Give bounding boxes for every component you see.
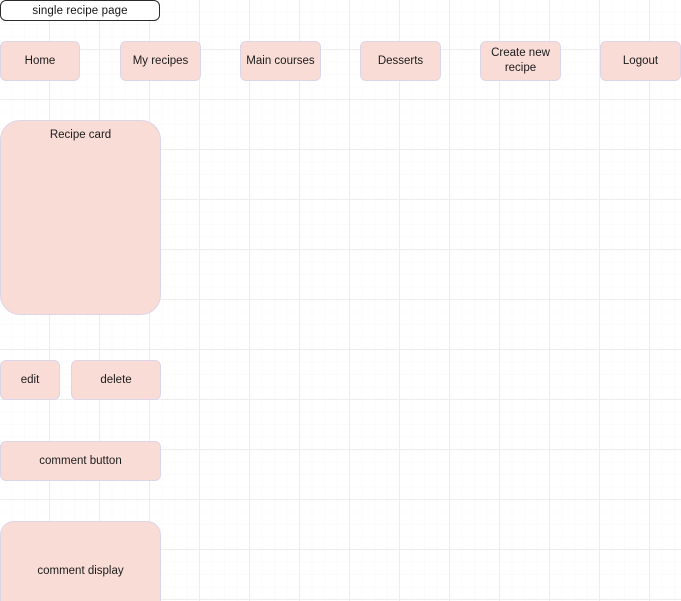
nav-button-desserts[interactable]: Desserts [360, 41, 441, 81]
nav-button-home[interactable]: Home [0, 41, 80, 81]
edit-button[interactable]: edit [0, 360, 60, 400]
delete-button[interactable]: delete [71, 360, 161, 400]
comment-display-area: comment display [0, 521, 161, 601]
page-title-tab: single recipe page [0, 0, 160, 21]
nav-button-main-courses[interactable]: Main courses [240, 41, 321, 81]
nav-button-my-recipes[interactable]: My recipes [120, 41, 201, 81]
nav-button-create-new-recipe[interactable]: Create new recipe [480, 41, 561, 81]
comment-button[interactable]: comment button [0, 441, 161, 481]
recipe-card: Recipe card [0, 120, 161, 315]
nav-button-logout[interactable]: Logout [600, 41, 681, 81]
